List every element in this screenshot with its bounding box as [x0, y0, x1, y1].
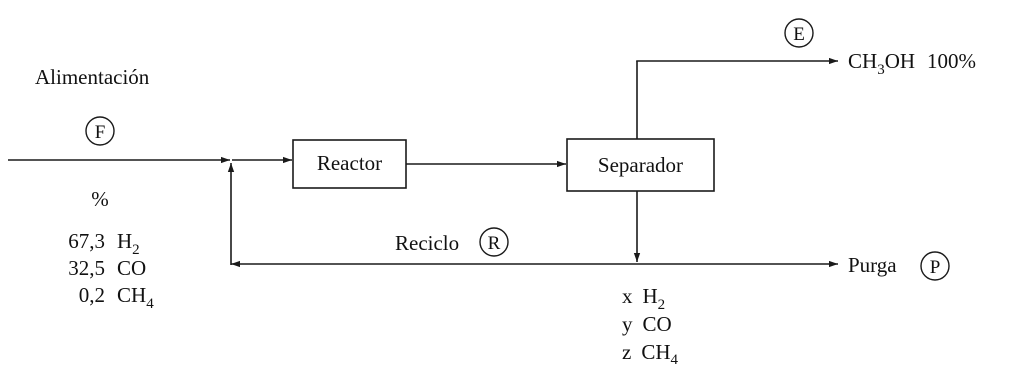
reactor-label: Reactor: [317, 151, 382, 175]
feed-stream-letter: F: [95, 122, 106, 143]
feed-h2-species: H2: [117, 229, 140, 258]
feed-stream-circle: [85, 116, 115, 146]
product-stream-circle: [784, 18, 814, 48]
purge-stream-letter: P: [930, 257, 941, 278]
separator-unit: Separador: [566, 138, 715, 192]
feed-ch4-value: 0,2: [79, 283, 105, 307]
reactor-unit: Reactor: [292, 139, 407, 189]
purge-stream-marker: P: [920, 251, 950, 281]
feed-h2-value: 67,3: [68, 229, 105, 253]
purge-label: Purga: [848, 253, 897, 277]
product-stream-marker: E: [784, 18, 814, 48]
separator-label: Separador: [598, 153, 683, 177]
feed-stream-marker: F: [85, 116, 115, 146]
recycle-stream-marker: R: [479, 227, 509, 257]
feed-co-value: 32,5: [68, 256, 105, 280]
recycle-label: Reciclo: [395, 231, 459, 255]
recycle-stream-letter: R: [488, 233, 501, 254]
feed-label: Alimentación: [35, 65, 150, 89]
purge-stream-circle: [920, 251, 950, 281]
recycle-stream-circle: [479, 227, 509, 257]
feed-co-species: CO: [117, 256, 146, 280]
separator-box: [566, 138, 715, 192]
feed-ch4-species: CH4: [117, 283, 154, 312]
feed-percent-header: %: [91, 187, 109, 211]
feed-composition: 67,3 H2 32,5 CO 0,2 CH4: [68, 229, 154, 312]
product-stream-letter: E: [793, 24, 805, 45]
